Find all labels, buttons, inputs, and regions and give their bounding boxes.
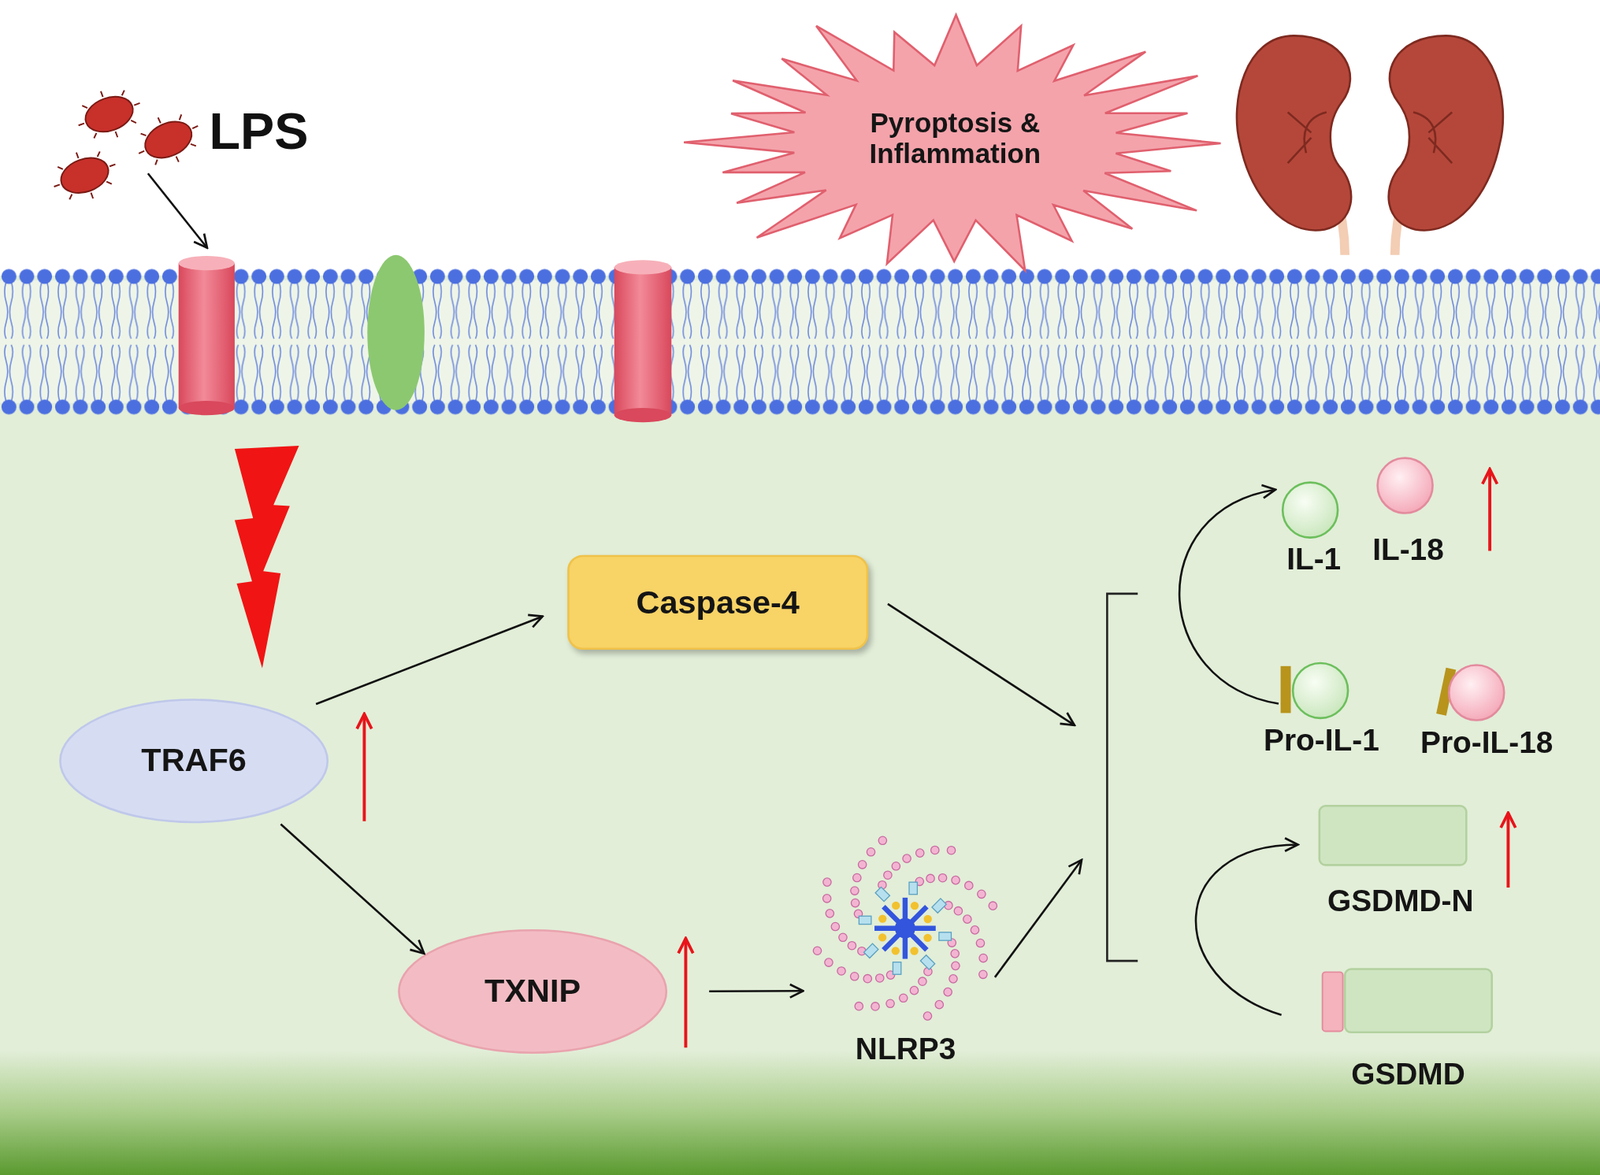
pathway-arrow	[1195, 845, 1299, 1016]
pathway-arrow	[315, 616, 543, 705]
bracket	[1106, 593, 1138, 962]
protein-ellipse: TRAF6	[58, 697, 331, 825]
node-label: Pro-IL-18	[1374, 725, 1600, 761]
node-label: NLRP3	[780, 1032, 1031, 1067]
node-label: Caspase-4	[545, 584, 891, 621]
cytokine-circle: IL-1	[1275, 479, 1352, 577]
lightning-bolt	[234, 445, 300, 669]
inflammasome: NLRP3	[811, 831, 1001, 1067]
enzyme-box: Caspase-4	[566, 553, 870, 651]
lps-arrow	[148, 173, 208, 249]
cytokine-circle: IL-18	[1367, 455, 1450, 568]
bacteria	[45, 80, 208, 210]
kidneys	[1236, 35, 1504, 255]
precursor-circle: Pro-IL-1	[1250, 660, 1393, 758]
node-label: IL-1	[1244, 541, 1383, 577]
receptor	[178, 256, 235, 416]
node-label: IL-18	[1336, 533, 1480, 568]
floor-gradient	[0, 1050, 1600, 1175]
membrane-protein	[367, 255, 425, 411]
pathway-arrow	[994, 860, 1082, 978]
node-label: Pyroptosis & Inflammation	[842, 107, 1068, 170]
node-label: GSDMD-N	[1280, 883, 1521, 919]
receptor	[614, 259, 672, 423]
node-shape	[811, 831, 1001, 1067]
starburst-box: Pyroptosis & Inflammation	[673, 0, 1237, 278]
molecule-label: LPS	[209, 102, 309, 162]
pathway-arrow	[1179, 490, 1279, 705]
protein-ellipse: TXNIP	[397, 928, 669, 1056]
protein-full: GSDMD	[1316, 964, 1500, 1092]
node-label: TRAF6	[37, 742, 350, 780]
node-label: TXNIP	[376, 973, 689, 1010]
precursor-circle: Pro-IL-18	[1405, 663, 1569, 761]
pathway-arrow	[887, 604, 1075, 726]
node-label: GSDMD	[1285, 1057, 1531, 1092]
pathway-arrow	[280, 824, 424, 955]
pathway-arrow	[709, 990, 803, 993]
protein-fragment: GSDMD-N	[1310, 801, 1490, 919]
lipid-bilayer	[0, 267, 1600, 416]
node-label: Pro-IL-1	[1219, 723, 1424, 759]
